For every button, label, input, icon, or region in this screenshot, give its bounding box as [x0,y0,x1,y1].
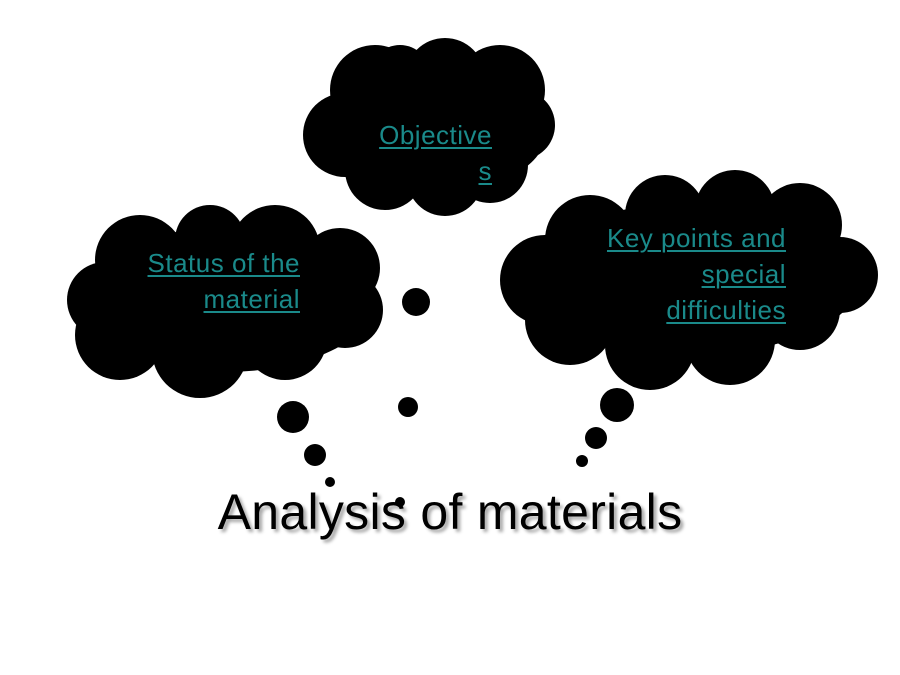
key-points-link-line-1: Key points and [606,223,786,253]
status-link-line-1: Status of the [147,248,300,278]
key-points-link-line-3: difficulties [666,295,786,325]
objectives-link-line-2: s [478,156,492,186]
status-link-line-2: material [203,284,300,314]
key-points-link-line-2: special [701,259,786,289]
thought-bubbles-status [277,401,335,487]
objectives-link-line-1: Objective [379,120,492,150]
cloud-keypoints-shape [500,170,878,390]
objectives-link[interactable]: Objective s [352,117,492,189]
page-title: Analysis of materials [217,484,683,540]
key-points-link[interactable]: Key points and special difficulties [566,220,786,328]
cloud-objectives-shape [303,38,555,216]
thought-bubbles-objectives [395,288,430,507]
thought-bubbles-keypoints [576,388,634,467]
cloud-status-shape [67,205,383,398]
status-of-material-link[interactable]: Status of the material [120,245,300,317]
